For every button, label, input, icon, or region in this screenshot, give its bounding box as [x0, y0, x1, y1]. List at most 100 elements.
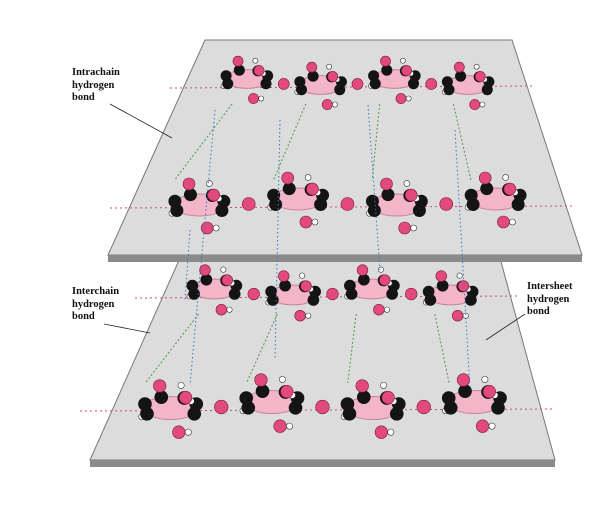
carbon-atom-sphere — [140, 406, 154, 421]
hydrogen-atom-sphere — [473, 63, 480, 70]
oxygen-atom-sphere — [232, 55, 244, 67]
carbon-atom-sphere — [170, 204, 184, 217]
oxygen-atom-sphere — [247, 287, 260, 301]
hydrogen-atom-sphere — [226, 306, 233, 313]
carbon-atom-sphere — [307, 70, 319, 82]
oxygen-atom-sphere — [248, 93, 259, 104]
oxygen-atom-sphere — [200, 221, 214, 235]
oxygen-atom-sphere — [356, 264, 369, 276]
oxygen-atom-sphere — [315, 399, 330, 415]
oxygen-atom-sphere — [253, 65, 265, 76]
interchain-hbond-line — [371, 103, 381, 181]
carbon-atom-sphere — [241, 400, 256, 415]
carbon-atom-sphere — [367, 204, 381, 217]
hydrogen-atom-sphere — [286, 422, 293, 430]
oxygen-atom-sphere — [278, 270, 290, 282]
carbon-atom-sphere — [187, 406, 202, 421]
hydrogen-atom-sphere — [326, 63, 332, 70]
oxygen-atom-sphere — [416, 399, 431, 415]
oxygen-atom-sphere — [294, 310, 306, 322]
carbon-atom-sphere — [345, 288, 358, 300]
oxygen-atom-sphere — [214, 399, 229, 415]
oxygen-atom-sphere — [340, 197, 355, 211]
carbon-atom-sphere — [511, 198, 525, 211]
oxygen-atom-sphere — [503, 182, 517, 196]
interchain-label-line1: Interchain — [72, 286, 120, 297]
hydrogen-atom-sphere — [479, 101, 486, 108]
carbon-atom-sphere — [466, 198, 480, 211]
interchain-hbond-line — [452, 103, 472, 181]
carbon-atom-sphere — [458, 384, 472, 398]
intrachain-label-line3: bond — [72, 92, 95, 103]
oxygen-atom-sphere — [453, 61, 465, 73]
oxygen-atom-sphere — [425, 78, 438, 90]
hydrogen-atom-sphere — [299, 272, 306, 279]
oxygen-atom-sphere — [351, 78, 364, 90]
oxygen-atom-sphere — [497, 215, 510, 229]
hydrogen-atom-sphere — [332, 101, 338, 108]
oxygen-atom-sphere — [241, 197, 256, 211]
interchain-hbond-line — [246, 313, 278, 384]
carbon-atom-sphere — [424, 294, 437, 306]
oxygen-atom-sphere — [404, 188, 418, 202]
oxygen-atom-sphere — [306, 182, 319, 196]
oxygen-atom-sphere — [182, 177, 196, 191]
oxygen-atom-sphere — [379, 274, 391, 286]
oxygen-atom-sphere — [215, 304, 228, 316]
oxygen-atom-sphere — [281, 171, 295, 185]
hydrogen-atom-sphere — [405, 95, 412, 102]
carbon-atom-sphere — [491, 400, 505, 415]
intersheet-leader — [485, 313, 526, 341]
intersheet-label: Intersheet hydrogen bond — [527, 281, 573, 319]
hydrogen-atom-sphere — [220, 266, 227, 273]
carbon-atom-sphere — [358, 273, 370, 286]
oxygen-atom-sphere — [475, 419, 490, 433]
carbon-atom-sphere — [222, 78, 234, 90]
hydrogen-atom-sphere — [400, 57, 406, 64]
carbon-atom-sphere — [381, 188, 395, 202]
interchain-leader — [103, 323, 151, 334]
oxygen-atom-sphere — [153, 379, 167, 393]
carbon-atom-sphere — [269, 198, 283, 211]
carbon-atom-sphere — [154, 390, 169, 404]
bottom-sheet — [79, 257, 556, 467]
carbon-atom-sphere — [314, 198, 328, 211]
carbon-atom-sphere — [307, 294, 320, 306]
hydrogen-atom-sphere — [383, 306, 390, 313]
carbon-atom-sphere — [369, 78, 381, 90]
oxygen-atom-sphere — [300, 280, 312, 292]
intrachain-label: Intrachain hydrogen bond — [72, 67, 120, 105]
intersheet-label-line2: hydrogen — [527, 293, 570, 305]
oxygen-atom-sphere — [381, 391, 395, 405]
hydrogen-atom-sphere — [410, 224, 417, 232]
intrachain-label-line1: Intrachain — [72, 67, 120, 78]
oxygen-atom-sphere — [380, 177, 393, 191]
oxygen-atom-sphere — [478, 171, 492, 185]
oxygen-atom-sphere — [456, 373, 471, 387]
hydrogen-atom-sphere — [177, 381, 185, 389]
bottom-sheet-edge — [90, 460, 555, 467]
carbon-atom-sphere — [295, 84, 308, 96]
oxygen-atom-sphere — [273, 419, 287, 433]
carbon-atom-sphere — [356, 390, 371, 404]
carbon-atom-sphere — [267, 294, 279, 306]
top-sheet-edge — [108, 255, 582, 262]
carbon-atom-sphere — [481, 84, 493, 96]
carbon-atom-sphere — [233, 64, 245, 76]
oxygen-atom-sphere — [398, 221, 411, 235]
oxygen-atom-sphere — [482, 385, 496, 399]
oxygen-atom-sphere — [280, 385, 294, 399]
hydrogen-atom-sphere — [380, 381, 388, 389]
carbon-atom-sphere — [389, 406, 404, 421]
oxygen-atom-sphere — [374, 425, 388, 439]
hydrogen-atom-sphere — [305, 312, 312, 319]
carbon-atom-sphere — [334, 84, 346, 96]
oxygen-atom-sphere — [373, 304, 385, 316]
oxygen-atom-sphere — [321, 99, 333, 110]
hydrogen-atom-sphere — [278, 375, 286, 383]
intrachain-leader — [109, 103, 173, 139]
interchain-label-line2: hydrogen — [72, 298, 115, 310]
carbon-atom-sphere — [443, 400, 458, 415]
hydrogen-atom-sphere — [206, 180, 213, 187]
